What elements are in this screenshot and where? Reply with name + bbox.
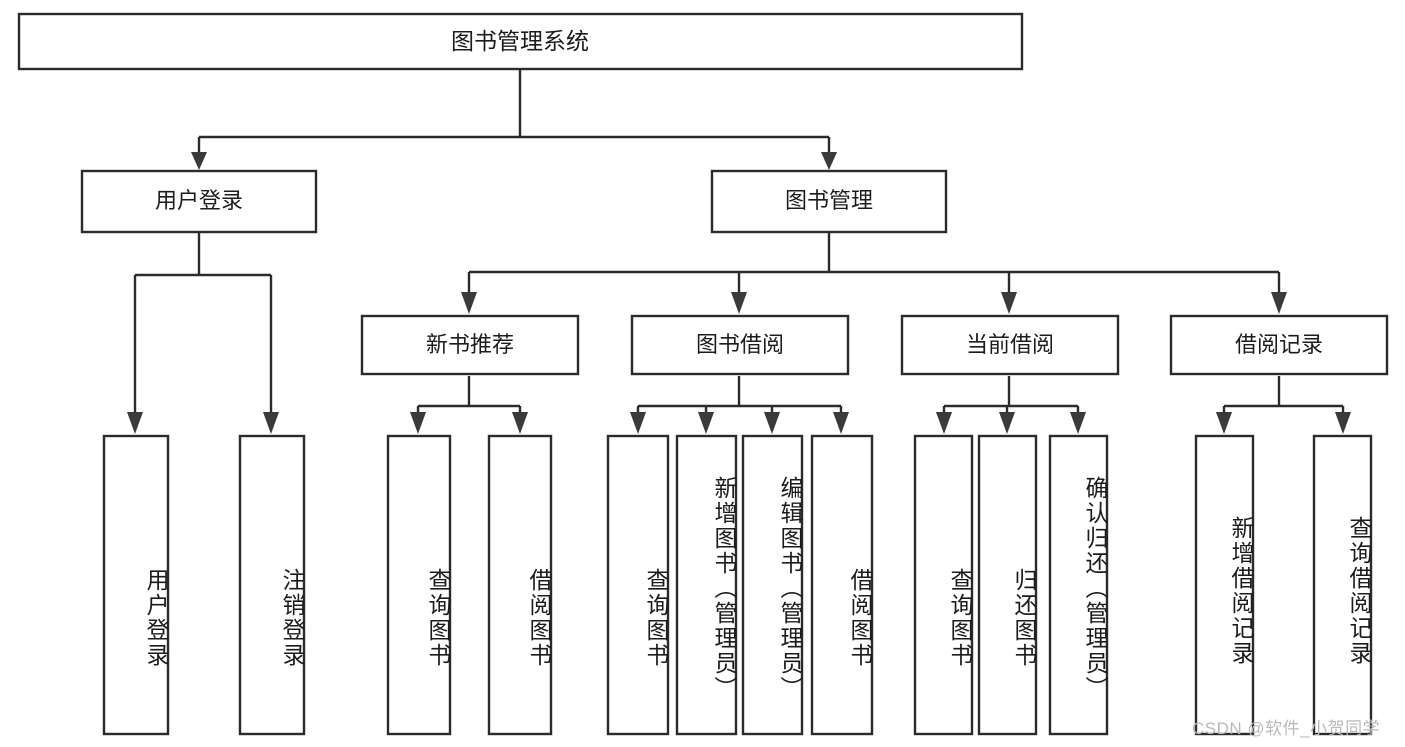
node-current-borrow-box[interactable] <box>900 314 1120 376</box>
arrow-head-user-login <box>191 152 207 170</box>
leaf-box-add-record[interactable] <box>1194 434 1255 736</box>
leaf-box-borrow-book-1[interactable] <box>487 434 553 736</box>
arrow-head-leaf-borrow-book-2 <box>833 412 849 434</box>
node-current-borrow[interactable]: 当前借阅 <box>900 314 1120 376</box>
arrow-head-leaf-confirm-return <box>1070 412 1086 434</box>
leaf-box-edit-book[interactable] <box>741 434 804 736</box>
arrow-head-borrow-record <box>1271 292 1287 314</box>
node-user-login[interactable]: 用户登录 <box>80 169 318 234</box>
node-book-management-label: 图书管理 <box>785 188 873 213</box>
connectors-layer <box>127 69 1351 434</box>
leaf-box-query-book-3[interactable] <box>913 434 974 736</box>
arrow-head-leaf-borrow-book-1 <box>512 412 528 434</box>
node-book-management[interactable]: 图书管理 <box>710 169 948 234</box>
arrow-head-leaf-query-book-1 <box>410 412 426 434</box>
node-user-login-box[interactable] <box>80 169 318 234</box>
node-root-label: 图书管理系统 <box>451 28 589 54</box>
arrow-head-leaf-return-book <box>999 412 1015 434</box>
node-borrow-record-box[interactable] <box>1169 314 1389 376</box>
leaf-box-user-logout[interactable] <box>238 434 306 736</box>
leaf-box-query-book-2[interactable] <box>606 434 670 736</box>
arrow-head-leaf-user-logout <box>263 412 279 434</box>
node-user-login-label: 用户登录 <box>155 188 243 213</box>
arrow-head-leaf-user-login <box>127 412 143 434</box>
leaf-boxes-layer <box>102 434 1373 736</box>
node-borrow-record[interactable]: 借阅记录 <box>1169 314 1389 376</box>
leaf-box-confirm-return[interactable] <box>1048 434 1109 736</box>
leaf-box-add-book[interactable] <box>675 434 738 736</box>
node-new-book-recommend-label: 新书推荐 <box>426 332 514 357</box>
node-new-book-recommend-box[interactable] <box>360 314 580 376</box>
arrow-head-leaf-add-record <box>1216 412 1232 434</box>
arrow-head-leaf-query-book-3 <box>936 412 952 434</box>
node-book-borrow-box[interactable] <box>630 314 850 376</box>
node-borrow-record-label: 借阅记录 <box>1235 332 1323 357</box>
leaf-box-query-record[interactable] <box>1312 434 1373 736</box>
arrow-head-leaf-add-book <box>698 412 714 434</box>
arrow-head-current-borrow <box>1001 292 1017 314</box>
node-current-borrow-label: 当前借阅 <box>966 332 1054 357</box>
arrow-head-leaf-query-book-2 <box>630 412 646 434</box>
leaf-box-borrow-book-2[interactable] <box>810 434 874 736</box>
node-book-management-box[interactable] <box>710 169 948 234</box>
watermark-text: CSDN @软件_小贺同学 <box>1192 719 1381 738</box>
node-book-borrow-label: 图书借阅 <box>696 332 784 357</box>
node-root-box[interactable] <box>17 12 1024 71</box>
arrow-head-leaf-query-record <box>1335 412 1351 434</box>
node-new-book-recommend[interactable]: 新书推荐 <box>360 314 580 376</box>
arrow-head-book-management <box>821 152 837 170</box>
arrow-head-book-borrow <box>731 292 747 314</box>
node-book-borrow[interactable]: 图书借阅 <box>630 314 850 376</box>
leaf-box-user-login[interactable] <box>102 434 170 736</box>
node-root[interactable]: 图书管理系统 <box>17 12 1024 71</box>
arrow-head-new-book-recommend <box>461 292 477 314</box>
leaf-box-query-book-1[interactable] <box>386 434 452 736</box>
leaf-box-return-book[interactable] <box>977 434 1038 736</box>
arrow-head-leaf-edit-book <box>764 412 780 434</box>
